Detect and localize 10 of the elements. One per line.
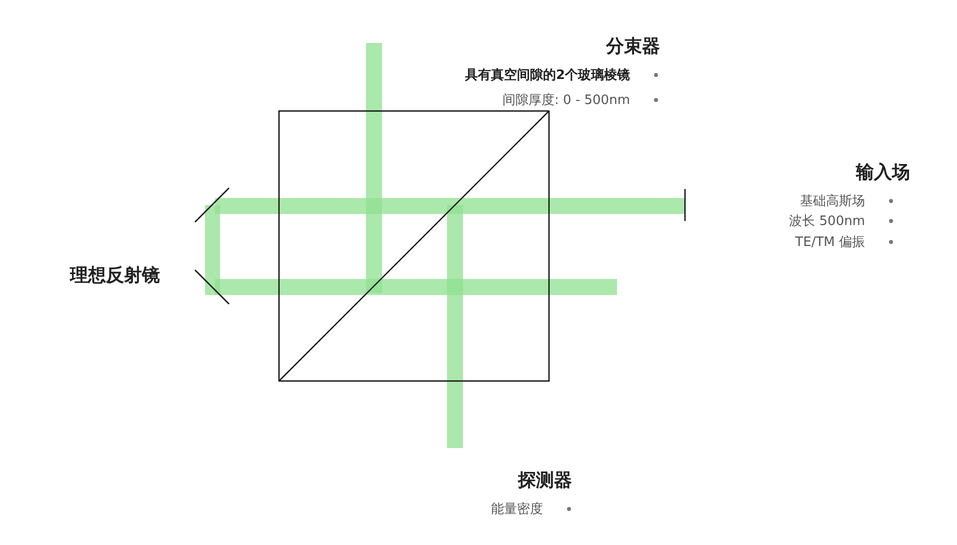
bullet-text: 波长 500nm — [789, 213, 865, 230]
bullet-text: 能量密度 — [491, 501, 543, 518]
heading: 分束器 — [606, 35, 660, 58]
bullet-text: 具有真空间隙的2个玻璃棱镜 — [464, 66, 630, 84]
mirror-label: 理想反射镜 — [70, 264, 160, 287]
bullet-text: TE/TM 偏振 — [795, 234, 865, 251]
heading: 探测器 — [518, 469, 572, 492]
bullet-text: 间隙厚度: 0 - 500nm — [502, 92, 630, 109]
heading: 输入场 — [856, 161, 910, 184]
bullet-text: 基础高斯场 — [800, 193, 865, 210]
